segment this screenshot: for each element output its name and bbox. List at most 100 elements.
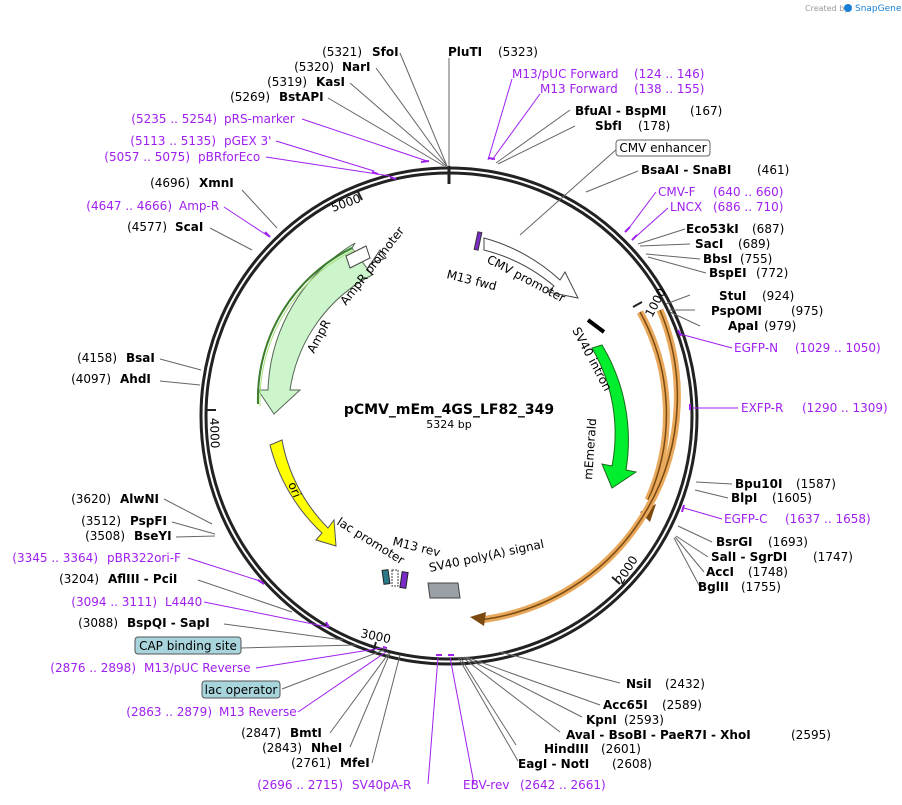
primer-name[interactable]: EXFP-R (741, 401, 783, 415)
site-name[interactable]: NheI (311, 741, 342, 755)
cap-binding-site-label[interactable]: CAP binding site (134, 636, 242, 655)
primer-range: (1290 .. 1309) (802, 401, 888, 415)
primer-range: (2642 .. 2661) (520, 778, 606, 792)
site-pos: (1693) (768, 535, 808, 549)
site-name[interactable]: KasI (316, 75, 345, 89)
label-m13-fwd: M13 fwd (445, 267, 498, 293)
primer-name[interactable]: pBR322ori-F (107, 551, 181, 565)
site-name[interactable]: HindIII (544, 742, 589, 756)
site-name[interactable]: PluTI (448, 45, 482, 59)
cmv-promoter-arrow (483, 237, 579, 299)
site-name[interactable]: AflIII - PciI (108, 572, 177, 586)
right-primers: M13/pUC Forward (124 .. 146) M13 Forward… (463, 67, 888, 792)
site-name[interactable]: XmnI (199, 176, 234, 190)
site-name[interactable]: BspQI - SapI (127, 616, 210, 630)
site-pos: (689) (738, 237, 770, 251)
site-pos: (3512) (81, 514, 121, 528)
site-pos: (3088) (78, 616, 118, 630)
site-name[interactable]: Eco53kI (686, 222, 739, 236)
site-pos: (1587) (796, 477, 836, 491)
site-name[interactable]: BsrGI (716, 535, 753, 549)
site-name[interactable]: EagI - NotI (518, 757, 589, 771)
site-pos: (2847) (241, 726, 281, 740)
site-pos: (167) (690, 104, 722, 118)
site-pos: (2608) (612, 757, 652, 771)
primer-name[interactable]: EBV-rev (463, 778, 509, 792)
m13-fwd-marker (473, 231, 483, 251)
primer-mark (420, 160, 430, 163)
site-name[interactable]: Acc65I (603, 698, 648, 712)
site-name[interactable]: KpnI (586, 713, 617, 727)
site-name[interactable]: PspFI (130, 514, 167, 528)
primer-name[interactable]: M13/pUC Forward (512, 67, 619, 81)
primer-range: (640 .. 660) (713, 185, 783, 199)
primer-name[interactable]: pBRforEco (198, 150, 260, 164)
site-name[interactable]: BglII (698, 580, 729, 594)
cmv-enhancer-label[interactable]: CMV enhancer (615, 139, 711, 157)
primer-name[interactable]: pRS-marker (224, 112, 295, 126)
primer-name[interactable]: M13 Reverse (219, 705, 297, 719)
primer-name[interactable]: Amp-R (179, 199, 219, 213)
plasmid-length: 5324 bp (426, 418, 471, 431)
site-pos: (5269) (230, 90, 270, 104)
primer-name[interactable]: SV40pA-R (352, 778, 411, 792)
label-sv40-polya: SV40 poly(A) signal (428, 537, 546, 575)
site-name[interactable]: SfoI (372, 45, 399, 59)
primer-range: (5235 .. 5254) (131, 112, 217, 126)
site-name[interactable]: SacI (695, 237, 723, 251)
site-pos: (1605) (772, 491, 812, 505)
site-name[interactable]: StuI (719, 289, 746, 303)
site-name[interactable]: SbfI (595, 119, 622, 133)
site-pos: (2589) (662, 698, 702, 712)
site-name[interactable]: BspEI (709, 266, 747, 280)
site-name[interactable]: AccI (706, 565, 734, 579)
site-name[interactable]: BseYI (134, 529, 172, 543)
site-name[interactable]: BfuAI - BspMI (575, 104, 666, 118)
primer-mark (389, 176, 397, 180)
lac-operator-label[interactable]: lac operator (201, 680, 281, 699)
primer-name[interactable]: CMV-F (658, 185, 696, 199)
site-name[interactable]: Bpu10I (735, 477, 782, 491)
site-name[interactable]: NsiI (626, 677, 652, 691)
site-pos: (975) (791, 304, 823, 318)
site-name[interactable]: AhdI (120, 372, 151, 386)
site-name[interactable]: BlpI (731, 491, 757, 505)
site-name[interactable]: AvaI - BsoBI - PaeR7I - XhoI (566, 728, 751, 742)
m13-rev-marker (399, 571, 409, 589)
primer-name[interactable]: EGFP-C (724, 512, 767, 526)
site-name[interactable]: SalI - SgrDI (711, 550, 787, 564)
site-name[interactable]: PspOMI (711, 304, 762, 318)
site-pos: (5323) (498, 45, 538, 59)
ori-arrow (269, 439, 337, 547)
primer-name[interactable]: L4440 (165, 595, 202, 609)
watermark-brand: SnapGene (855, 4, 902, 14)
site-name[interactable]: BmtI (290, 726, 322, 740)
leader-lines (159, 52, 738, 785)
site-name[interactable]: ScaI (175, 220, 203, 234)
site-pos: (5319) (267, 75, 307, 89)
primer-mark (382, 646, 388, 649)
site-name[interactable]: BsaAI - SnaBI (641, 163, 731, 177)
site-name[interactable]: NarI (342, 60, 371, 74)
sv40-polya-block (427, 582, 461, 599)
primer-name[interactable]: pGEX 3' (224, 134, 271, 148)
primer-range: (686 .. 710) (713, 200, 783, 214)
site-name[interactable]: BsaI (126, 351, 155, 365)
primer-name[interactable]: LNCX (670, 200, 702, 214)
primer-name[interactable]: EGFP-N (734, 341, 778, 355)
primer-name[interactable]: M13 Forward (540, 82, 618, 96)
site-pos: (1747) (813, 550, 853, 564)
tick-label-4000: 4000 (207, 418, 222, 449)
site-pos: (178) (638, 119, 670, 133)
lac-promoter-marker (391, 569, 399, 587)
watermark-prefix: Created by (805, 4, 849, 13)
primer-name[interactable]: M13/pUC Reverse (144, 661, 251, 675)
site-name[interactable]: ApaI (728, 319, 758, 333)
site-name[interactable]: BstAPI (279, 90, 324, 104)
site-pos: (2595) (791, 728, 831, 742)
site-name[interactable]: AlwNI (120, 492, 159, 506)
site-pos: (2432) (665, 677, 705, 691)
site-name[interactable]: BbsI (703, 252, 732, 266)
site-name[interactable]: MfeI (340, 756, 370, 770)
